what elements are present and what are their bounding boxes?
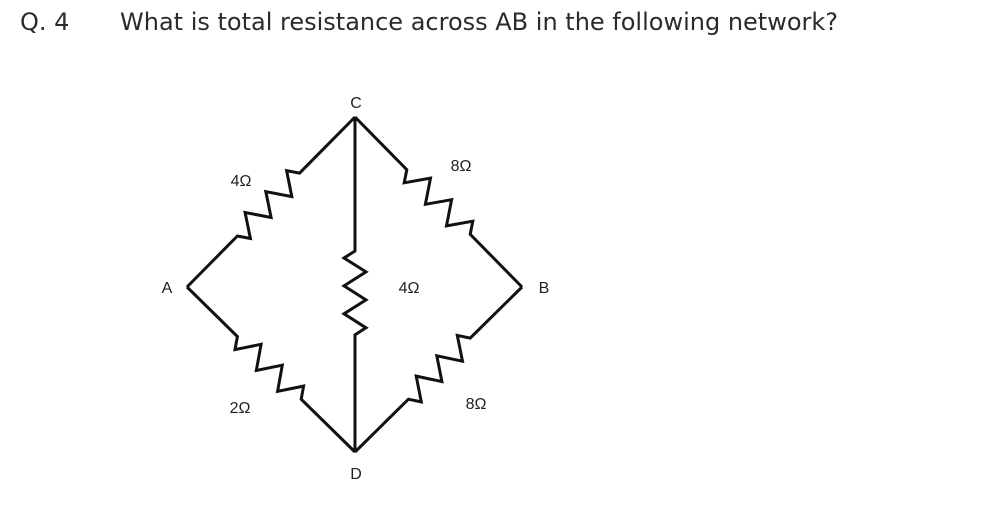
resistor-ac-label: 4Ω (231, 173, 252, 190)
resistor-ac (185, 115, 357, 289)
resistor-cd-label: 4Ω (399, 280, 420, 297)
resistor-ad (185, 285, 357, 454)
question-text: What is total resistance across AB in th… (120, 8, 839, 36)
resistor-cb (353, 115, 524, 289)
node-label-d: D (350, 466, 362, 483)
resistor-cb-label: 8Ω (451, 158, 472, 175)
resistor-ad-label: 2Ω (230, 400, 251, 417)
resistor-cd (341, 117, 369, 452)
node-label-b: B (539, 280, 550, 297)
resistor-db-label: 8Ω (466, 396, 487, 413)
node-label-a: A (162, 280, 173, 297)
resistor-db (353, 285, 524, 454)
question-number: Q. 4 (20, 8, 70, 36)
node-label-c: C (350, 95, 362, 112)
